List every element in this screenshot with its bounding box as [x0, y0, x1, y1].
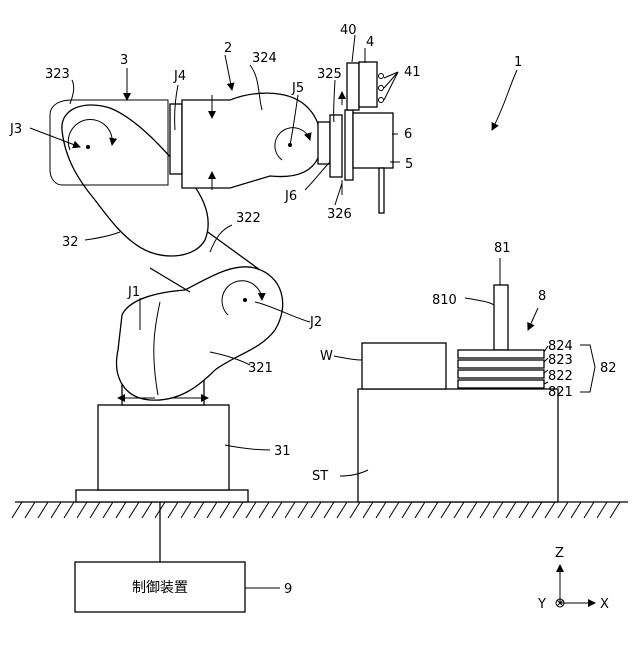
link-321 [117, 267, 283, 400]
label-j3: J3 [9, 122, 22, 137]
floor-hatch-line [298, 502, 308, 518]
label-321: 321 [248, 361, 273, 376]
floor-hatch-line [597, 502, 607, 518]
floor-hatch-line [116, 502, 126, 518]
label-322: 322 [236, 211, 261, 226]
label-j2: J2 [309, 315, 322, 330]
floor-hatch-line [402, 502, 412, 518]
floor-hatch-line [207, 502, 217, 518]
label-8: 8 [538, 289, 546, 304]
floor-hatch-line [506, 502, 516, 518]
axis-x-label: X [600, 597, 609, 612]
floor-hatch-line [77, 502, 87, 518]
floor-hatch-line [142, 502, 152, 518]
floor-hatch-line [324, 502, 334, 518]
label-41: 41 [404, 65, 421, 80]
label-5: 5 [405, 157, 413, 172]
floor-hatch-line [545, 502, 555, 518]
label-2: 2 [224, 41, 232, 56]
label-40: 40 [340, 23, 357, 38]
floor-hatch-line [532, 502, 542, 518]
floor-hatch-line [558, 502, 568, 518]
label-j4: J4 [173, 69, 186, 84]
label-w: W [320, 349, 333, 364]
floor-hatch-line [389, 502, 399, 518]
floor-hatch-line [51, 502, 61, 518]
label-j6: J6 [284, 189, 297, 204]
floor-hatch-line [350, 502, 360, 518]
floor-hatch-line [493, 502, 503, 518]
controller-label: 制御装置 [132, 580, 188, 596]
label-31: 31 [274, 444, 291, 459]
label-st: ST [312, 469, 328, 484]
label-325: 325 [317, 67, 342, 82]
floor-hatch-line [12, 502, 22, 518]
label-32: 32 [62, 235, 79, 250]
label-81: 81 [494, 241, 511, 256]
controller-box: 制御装置 [75, 502, 245, 612]
label-4: 4 [366, 35, 374, 50]
floor-hatch-line [454, 502, 464, 518]
floor-hatch-line [376, 502, 386, 518]
label-6: 6 [404, 127, 412, 142]
axis-z-label: Z [555, 546, 564, 561]
label-3: 3 [120, 53, 128, 68]
label-323: 323 [45, 67, 70, 82]
floor-hatch-line [103, 502, 113, 518]
floor-hatch-line [337, 502, 347, 518]
label-j1: J1 [127, 285, 140, 300]
floor-hatch-line [129, 502, 139, 518]
label-823: 823 [548, 353, 573, 368]
label-822: 822 [548, 369, 573, 384]
floor-hatch-line [168, 502, 178, 518]
floor-hatch-line [38, 502, 48, 518]
link-324 [170, 93, 321, 188]
label-824: 824 [548, 339, 573, 354]
floor-hatch-line [311, 502, 321, 518]
label-82: 82 [600, 361, 617, 376]
label-j5: J5 [291, 81, 304, 96]
floor-hatch-line [64, 502, 74, 518]
floor-hatch-line [259, 502, 269, 518]
floor-hatch-line [610, 502, 620, 518]
floor-hatch-line [571, 502, 581, 518]
label-324: 324 [252, 51, 277, 66]
label-9: 9 [284, 582, 292, 597]
axis-y-label: Y [537, 597, 546, 612]
floor-hatch-line [220, 502, 230, 518]
axes-icon: Z Y X [537, 546, 609, 612]
floor-hatch-line [428, 502, 438, 518]
floor-hatch-line [90, 502, 100, 518]
label-326: 326 [327, 207, 352, 222]
floor-hatch-line [181, 502, 191, 518]
floor-hatch-line [246, 502, 256, 518]
floor-hatch-line [233, 502, 243, 518]
floor [12, 502, 628, 518]
floor-hatch-line [285, 502, 295, 518]
floor-hatch-line [519, 502, 529, 518]
floor-hatch-line [441, 502, 451, 518]
floor-hatch-line [584, 502, 594, 518]
floor-hatch-line [480, 502, 490, 518]
floor-hatch-line [25, 502, 35, 518]
wrist-assembly [318, 62, 393, 213]
label-1: 1 [514, 55, 522, 70]
floor-hatch-line [194, 502, 204, 518]
floor-hatch-line [415, 502, 425, 518]
floor-hatch-line [272, 502, 282, 518]
floor-hatch-line [467, 502, 477, 518]
jig-8 [458, 285, 544, 388]
label-810: 810 [432, 293, 457, 308]
label-821: 821 [548, 385, 573, 400]
floor-hatch-line [363, 502, 373, 518]
